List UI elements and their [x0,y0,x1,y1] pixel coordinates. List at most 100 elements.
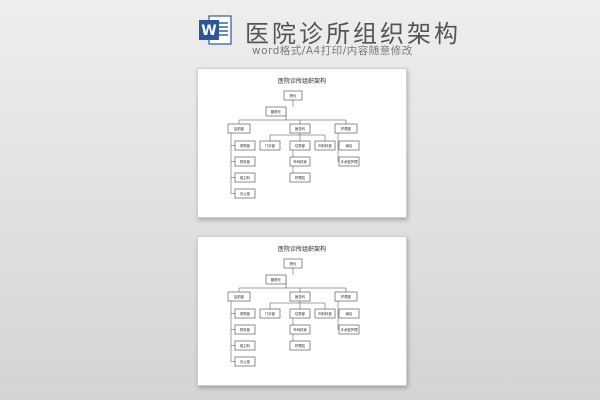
org-node: 院长 [283,258,303,269]
org-node: 门诊部 [259,308,281,319]
org-node-box [259,308,281,319]
org-node-box [283,258,303,269]
org-node-label: 护理站 [295,343,306,348]
org-node: 住院部 [289,140,311,151]
org-node-label: 住院部 [295,311,306,316]
org-node-box [234,308,256,319]
org-node: 门诊部 [259,140,281,151]
org-node-label: 办公室 [240,191,251,196]
org-chart-title: 医院诊所组织架构 [278,245,326,253]
org-node-label: 住院部 [295,143,306,148]
org-node-label: 采购部 [240,311,251,316]
org-node: 外科科室 [289,156,311,167]
word-icon-letter: W [201,23,216,39]
org-node: 办公室 [234,188,256,199]
org-node-box [234,156,256,167]
org-node-box [289,172,311,183]
document-page-preview: 医院诊所组织架构院长副院长后勤部医务科护理部采购部财务部保卫科办公室门诊部住院部… [197,236,407,386]
org-node-box [289,324,311,335]
org-node-box [265,274,287,285]
org-node-box [289,291,311,302]
org-node-label: 门诊部 [265,311,276,316]
org-node: 手术室护理 [338,324,360,335]
org-node: 外科科室 [289,324,311,335]
org-node: 办公室 [234,356,256,367]
org-node-label: 后勤部 [234,126,245,131]
org-node: 后勤部 [227,291,251,302]
org-node: 医务科 [289,291,311,302]
org-node-box [234,324,256,335]
org-node-label: 外科科室 [293,159,307,164]
org-node: 护理站 [289,340,311,351]
org-node-box [234,140,256,151]
org-node: 保卫科 [234,172,256,183]
org-node-box [289,340,311,351]
org-node: 财务部 [234,156,256,167]
document-page-preview: 医院诊所组织架构院长副院长后勤部 医务科 护理部采购部财务部保卫科办公室 门诊部 住院部… [197,68,407,218]
org-node-label: 财务部 [240,327,251,332]
org-node-box [289,308,311,319]
org-node: 副院长 [265,106,287,117]
org-node: 内科科室 [314,140,336,151]
org-node-box [227,123,251,134]
org-node-label: 病区 [346,143,353,148]
org-node-box [289,123,311,134]
org-node-box [289,140,311,151]
org-node-box [338,140,360,151]
org-node: 内科科室 [314,308,336,319]
org-node-box [338,156,360,167]
org-node-box [265,106,287,117]
org-node-box [314,308,336,319]
org-node: 财务部 [234,324,256,335]
org-node-label: 医务科 [295,126,306,131]
org-node-box [234,188,256,199]
org-node-label: 医务科 [295,294,306,299]
org-node-label: 内科科室 [318,143,332,148]
org-node: 采购部 [234,140,256,151]
org-node-label: 保卫科 [240,175,251,180]
org-node-box [289,156,311,167]
org-node-label: 保卫科 [240,343,251,348]
org-node-label: 副院长 [271,277,282,282]
org-node: 病区 [338,308,360,319]
org-node-label: 病区 [346,311,353,316]
org-node-label: 护理部 [341,126,352,131]
org-node: 采购部 [234,308,256,319]
org-node-box [234,340,256,351]
org-node-label: 财务部 [240,159,251,164]
org-node-box [314,140,336,151]
org-node: 护理部 [334,123,358,134]
org-node-box [234,356,256,367]
org-node-label: 手术室护理 [341,327,359,332]
word-doc-icon: W [199,15,232,45]
org-chart: 医院诊所组织架构院长副院长后勤部医务科护理部采购部财务部保卫科办公室门诊部住院部… [227,245,360,367]
org-node-label: 采购部 [240,143,251,148]
org-chart-title: 医院诊所组织架构 [278,77,326,85]
org-node-box [227,291,251,302]
org-node-box [334,291,358,302]
org-node-box [338,308,360,319]
org-node-label: 护理站 [295,175,306,180]
header: W 医院诊所组织架构 word格式/A4打印/内容随意修改 [0,0,600,62]
org-node: 护理站 [289,172,311,183]
org-node-box [338,324,360,335]
org-node: 医务科 [289,123,311,134]
org-node-label: 院长 [290,93,297,98]
org-node-label: 办公室 [240,359,251,364]
org-node: 手术室护理 [338,156,360,167]
org-node-box [259,140,281,151]
org-node-label: 后勤部 [234,294,245,299]
org-node-label: 门诊部 [265,143,276,148]
org-node-box [334,123,358,134]
page-title: 医院诊所组织架构 [245,20,461,48]
org-node-label: 外科科室 [293,327,307,332]
org-node: 住院部 [289,308,311,319]
org-node-label: 内科科室 [318,311,332,316]
org-node: 副院长 [265,274,287,285]
org-node: 保卫科 [234,340,256,351]
org-node: 病区 [338,140,360,151]
org-node: 院长 [283,90,303,101]
org-node-label: 手术室护理 [341,159,359,164]
org-node-label: 副院长 [271,109,282,114]
